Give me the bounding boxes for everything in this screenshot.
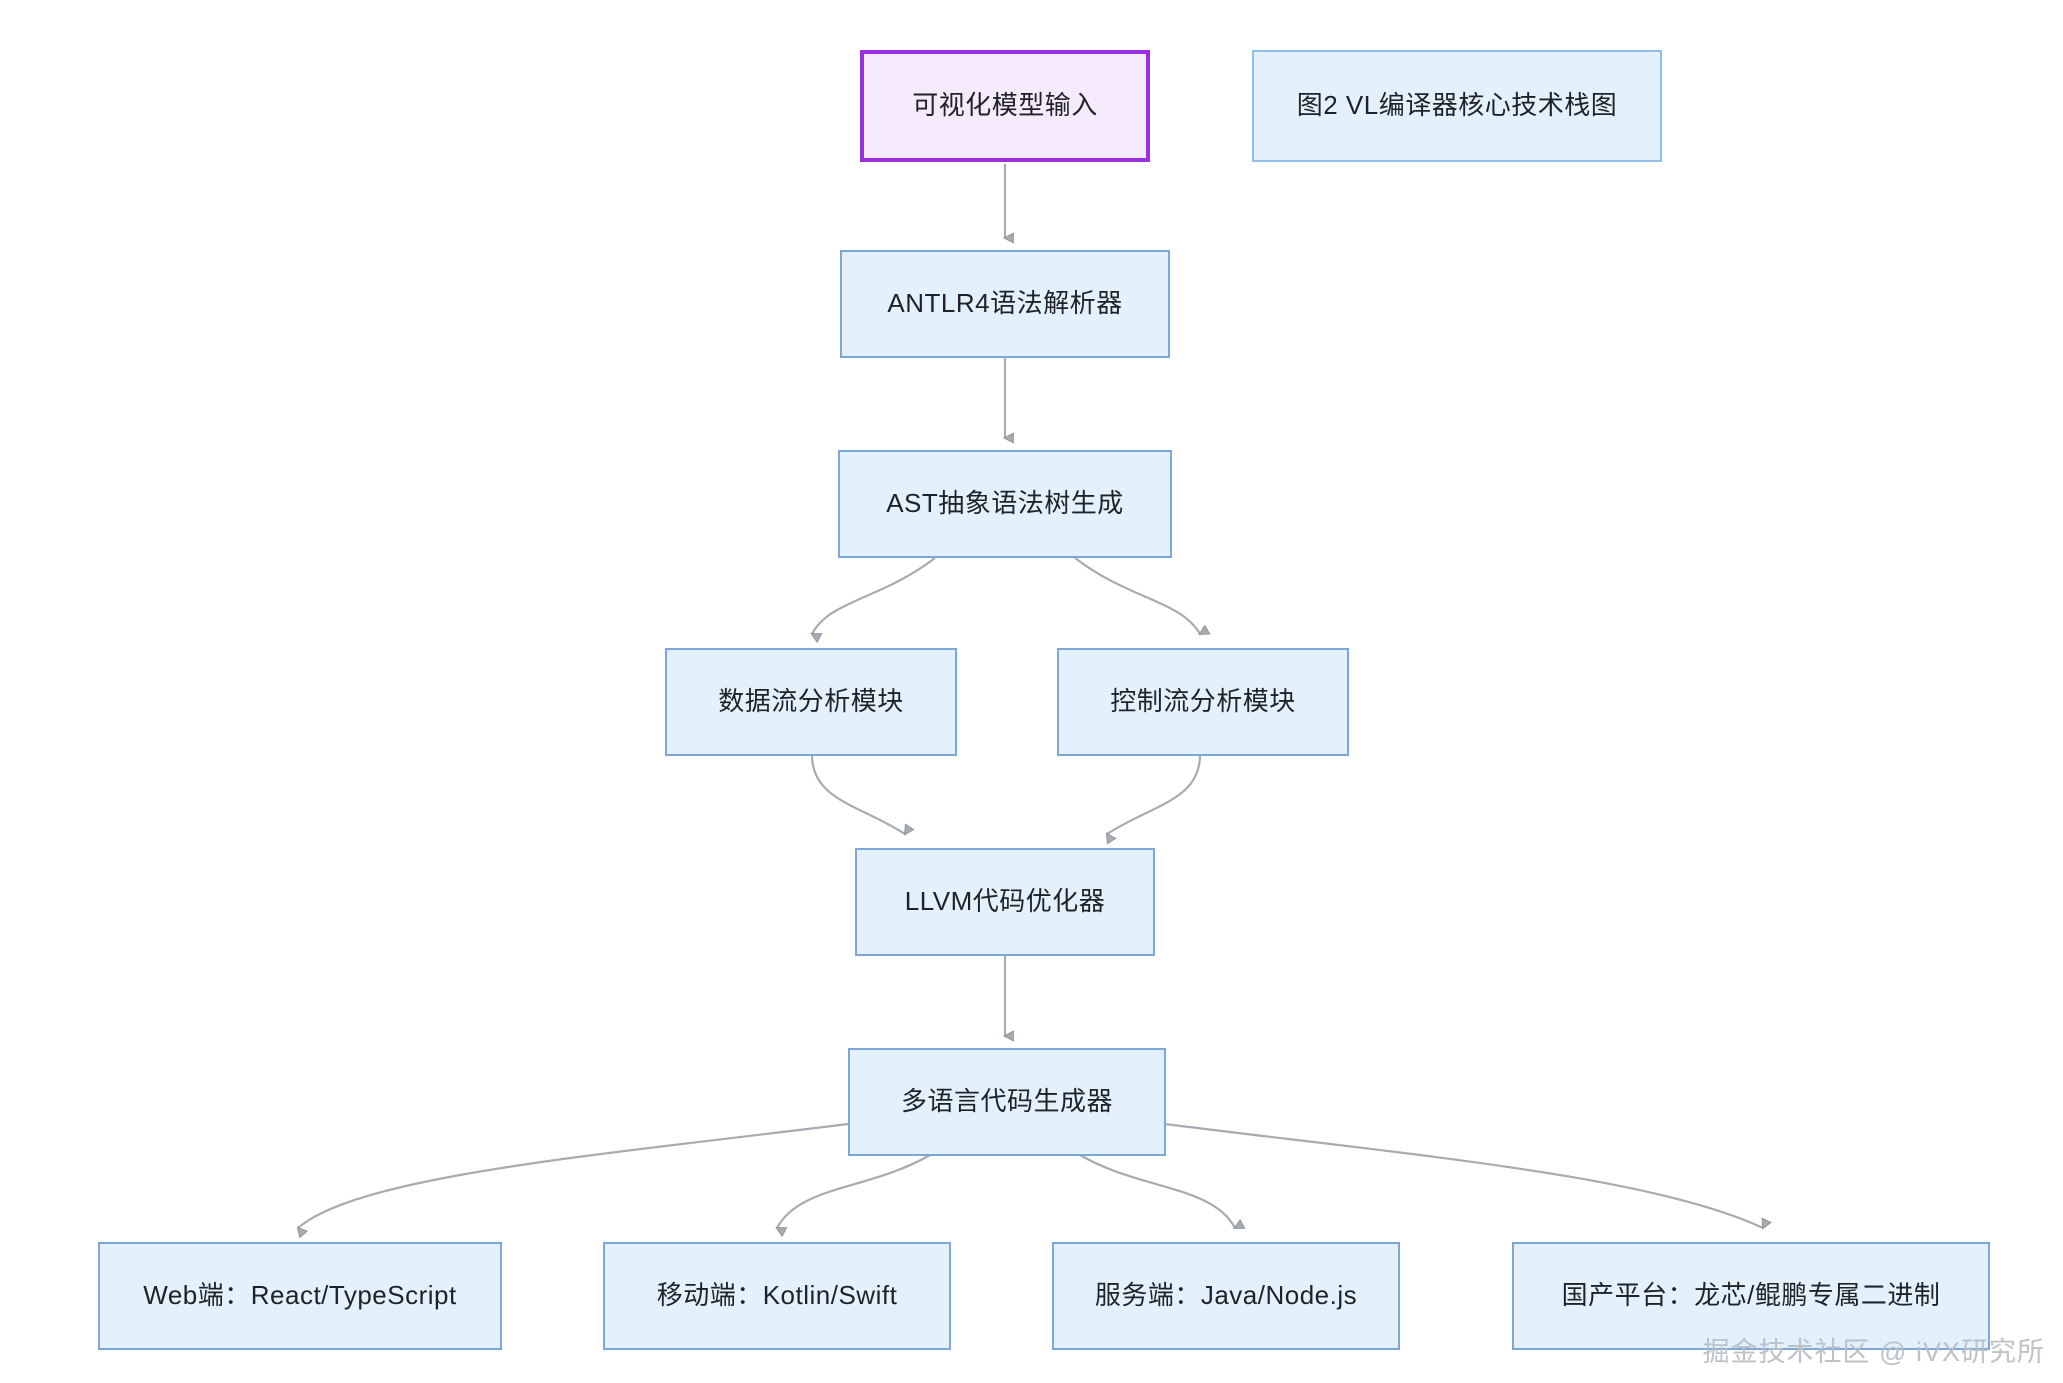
node-label: 可视化模型输入 bbox=[912, 90, 1098, 121]
node-dataflow-analysis[interactable]: 数据流分析模块 bbox=[665, 648, 957, 756]
node-label: AST抽象语法树生成 bbox=[886, 488, 1124, 519]
node-label: Web端：React/TypeScript bbox=[143, 1280, 457, 1311]
node-controlflow-analysis[interactable]: 控制流分析模块 bbox=[1057, 648, 1349, 756]
edge-ast-dataflow bbox=[812, 557, 936, 634]
edge-codegen-web bbox=[298, 1122, 849, 1228]
node-label: 数据流分析模块 bbox=[718, 686, 904, 717]
node-label: ANTLR4语法解析器 bbox=[887, 288, 1123, 319]
node-label: LLVM代码优化器 bbox=[904, 886, 1106, 917]
node-ast-generation[interactable]: AST抽象语法树生成 bbox=[838, 450, 1172, 558]
node-target-web[interactable]: Web端：React/TypeScript bbox=[98, 1242, 502, 1350]
node-label: 控制流分析模块 bbox=[1110, 686, 1296, 717]
edge-codegen-domestic bbox=[1164, 1122, 1763, 1228]
diagram-caption-box: 图2 VL编译器核心技术栈图 bbox=[1252, 50, 1662, 162]
node-label: 移动端：Kotlin/Swift bbox=[656, 1280, 898, 1311]
node-target-server[interactable]: 服务端：Java/Node.js bbox=[1052, 1242, 1400, 1350]
node-llvm-optimizer[interactable]: LLVM代码优化器 bbox=[855, 848, 1155, 956]
node-visual-model-input[interactable]: 可视化模型输入 bbox=[860, 50, 1150, 162]
watermark: 掘金技术社区 @ iVX研究所 bbox=[1702, 1337, 2045, 1367]
node-label: 多语言代码生成器 bbox=[900, 1086, 1113, 1117]
node-target-domestic[interactable]: 国产平台：龙芯/鲲鹏专属二进制 bbox=[1512, 1242, 1990, 1350]
edge-ast-ctrlflow bbox=[1074, 557, 1200, 634]
edge-codegen-mobile bbox=[777, 1154, 931, 1228]
node-target-mobile[interactable]: 移动端：Kotlin/Swift bbox=[603, 1242, 951, 1350]
edge-codegen-server bbox=[1079, 1154, 1235, 1228]
diagram-caption-label: 图2 VL编译器核心技术栈图 bbox=[1296, 90, 1618, 121]
edge-dataflow-llvm bbox=[810, 754, 905, 834]
node-label: 服务端：Java/Node.js bbox=[1094, 1280, 1358, 1311]
node-antlr4-parser[interactable]: ANTLR4语法解析器 bbox=[840, 250, 1170, 358]
edge-ctrlflow-llvm bbox=[1107, 754, 1202, 834]
node-multilang-codegen[interactable]: 多语言代码生成器 bbox=[848, 1048, 1166, 1156]
node-label: 国产平台：龙芯/鲲鹏专属二进制 bbox=[1561, 1280, 1941, 1311]
